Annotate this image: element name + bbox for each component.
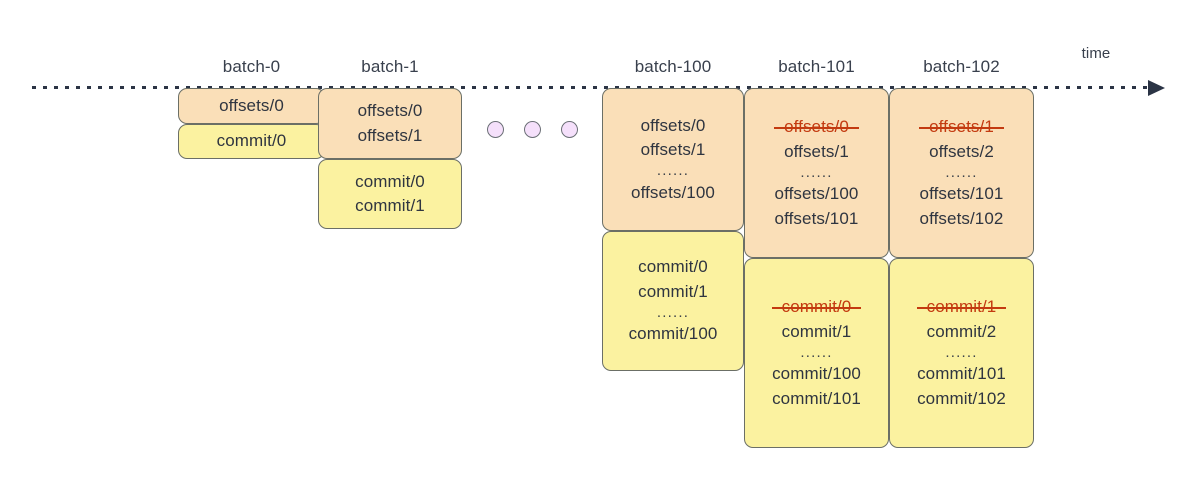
- ellipsis-line: ......: [656, 162, 690, 180]
- entry: commit/0: [355, 171, 425, 191]
- struck-entry: offsets/0: [774, 115, 859, 139]
- commit-box: commit/0: [178, 124, 325, 159]
- batch-label: batch-102: [923, 57, 1000, 76]
- ellipsis-line: ......: [800, 343, 833, 361]
- entry: commit/100: [628, 324, 718, 344]
- entry: commit/101: [772, 388, 861, 408]
- offsets-box: offsets/0 offsets/1: [318, 88, 462, 159]
- entry: offsets/1: [784, 141, 849, 161]
- offsets-box: offsets/0: [178, 88, 325, 124]
- continuation-dot-icon: [524, 121, 541, 138]
- entry: commit/101: [917, 364, 1006, 384]
- entry: offsets/102: [919, 208, 1004, 228]
- entry: offsets/1: [357, 125, 423, 145]
- entry: offsets/101: [774, 208, 859, 228]
- entry: offsets/2: [929, 141, 994, 161]
- entry: commit/2: [926, 321, 997, 341]
- timeline-axis: [32, 86, 1160, 89]
- entry: offsets/1: [640, 140, 706, 160]
- ellipsis-line: ......: [656, 303, 690, 321]
- struck-entry: offsets/1: [919, 115, 1004, 139]
- batch-label: batch-101: [778, 57, 855, 76]
- entry: offsets/0: [640, 115, 706, 135]
- batch-label: batch-0: [222, 57, 281, 76]
- entry: commit/102: [917, 388, 1006, 408]
- commit-box: commit/0 commit/1...... commit/100: [602, 231, 744, 371]
- batch-label: batch-1: [361, 57, 419, 76]
- entry: offsets/0: [357, 101, 423, 121]
- batch-label: batch-100: [634, 57, 712, 76]
- continuation-dot-icon: [487, 121, 504, 138]
- entry: commit/0: [638, 257, 708, 277]
- entry: commit/100: [772, 364, 861, 384]
- struck-entry: commit/0: [771, 295, 862, 319]
- ellipsis-line: ......: [800, 163, 833, 181]
- continuation-dot-icon: [561, 121, 578, 138]
- commit-box: commit/0 commit/1: [318, 159, 462, 229]
- offsets-box: offsets/0 offsets/1...... offsets/100: [602, 88, 744, 231]
- timeline-label: time: [1081, 45, 1111, 62]
- entry: commit/1: [355, 196, 425, 215]
- entry: offsets/0: [219, 95, 284, 115]
- timeline-arrow-icon: [1148, 80, 1165, 96]
- entry: commit/0: [216, 131, 287, 151]
- ellipsis-line: ......: [945, 343, 978, 361]
- struck-entry: commit/1: [916, 295, 1007, 319]
- entry: commit/1: [638, 281, 708, 301]
- ellipsis-line: ......: [945, 163, 978, 181]
- entry: offsets/100: [631, 182, 715, 202]
- entry: offsets/100: [774, 184, 859, 204]
- entry: commit/1: [781, 321, 852, 341]
- entry: offsets/101: [919, 184, 1004, 204]
